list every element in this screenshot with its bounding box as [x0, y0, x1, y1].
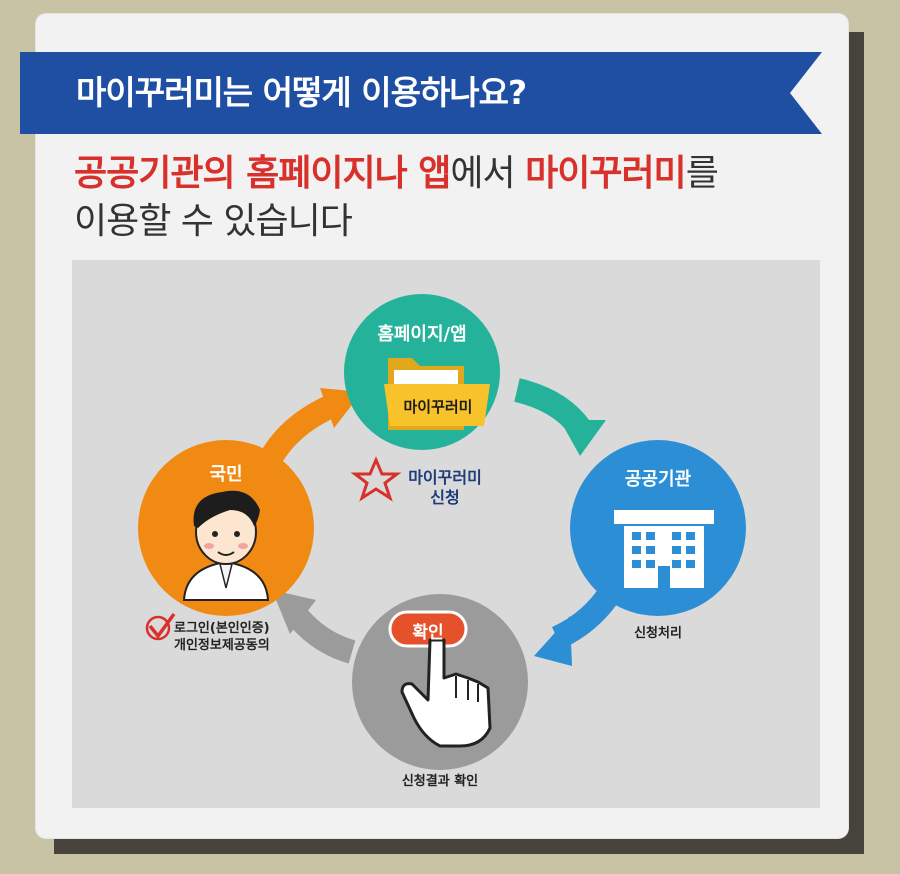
hand-pointer-icon: [400, 638, 492, 748]
subtitle-highlight-2: 마이꾸러미: [525, 153, 687, 194]
building-icon: [614, 510, 714, 588]
confirm-button-bg: [388, 610, 468, 648]
cycle-diagram: [138, 294, 746, 770]
subtitle-line-2: 이용할 수 있습니다: [74, 201, 353, 242]
folder-icon: [384, 358, 490, 430]
star-icon: [350, 456, 402, 502]
subtitle: 공공기관의 홈페이지나 앱에서 마이꾸러미를 이용할 수 있습니다: [74, 150, 814, 246]
arrow-confirm-to-citizen: [272, 590, 356, 664]
arrow-citizen-to-homepage: [256, 388, 362, 471]
login-line-2: 개인정보제공동의: [174, 638, 270, 653]
login-caption: 로그인(본인인증) 개인정보제공동의: [174, 620, 270, 654]
confirm-button: 확인: [412, 623, 444, 643]
apply-line-1: 마이꾸러미: [408, 468, 482, 487]
diagram-panel: 홈페이지/앱 마이꾸러미 국민 공공기관 확인 마이꾸러미 신청 로그인(본인인…: [72, 260, 820, 808]
page-title: 마이꾸러미는 어떻게 이용하나요?: [76, 73, 527, 112]
title-banner: 마이꾸러미는 어떻게 이용하나요?: [20, 52, 822, 134]
subtitle-text-1: 에서: [450, 153, 526, 194]
login-line-1: 로그인(본인인증): [174, 621, 270, 636]
arrow-homepage-to-agency: [514, 378, 606, 456]
confirm-caption: 신청결과 확인: [401, 774, 479, 789]
agency-caption: 신청처리: [634, 626, 682, 641]
apply-label: 마이꾸러미 신청: [390, 468, 500, 508]
apply-line-2: 신청: [430, 488, 460, 507]
subtitle-highlight-1: 공공기관의 홈페이지나 앱: [74, 153, 451, 194]
subtitle-text-2: 를: [685, 153, 719, 194]
subtitle-line-1: 공공기관의 홈페이지나 앱에서 마이꾸러미를: [74, 150, 814, 198]
agency-title: 공공기관: [624, 469, 692, 490]
folder-label: 마이꾸러미: [403, 398, 473, 416]
person-icon: [182, 490, 270, 601]
arrow-agency-to-confirm: [534, 583, 623, 666]
citizen-title: 국민: [209, 464, 243, 485]
checkmark-icon: [145, 612, 176, 641]
homepage-title: 홈페이지/앱: [377, 324, 467, 345]
